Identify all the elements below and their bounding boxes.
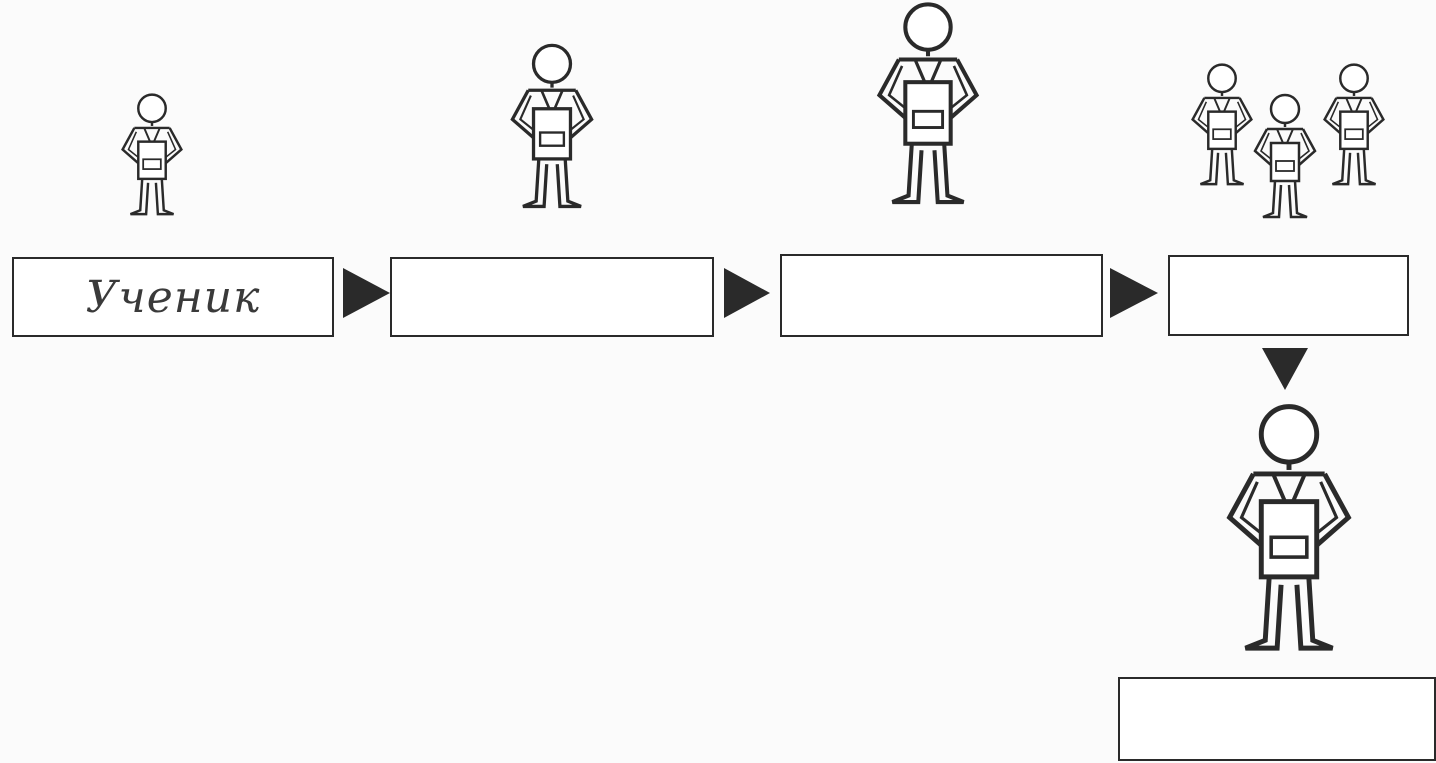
worker-figure-2 [512,45,591,206]
arrow-right-icon [343,268,390,318]
stage-box-3 [780,254,1103,337]
worker-figure-5 [1230,407,1349,649]
stage-label-1: Ученик [86,272,261,323]
worker-figure-3 [879,4,976,202]
worker-figure-4a [1193,65,1252,185]
arrow-right-icon [724,268,770,318]
stage-box-5 [1118,677,1436,761]
stage-box-4 [1168,255,1409,336]
arrow-right-icon [1110,268,1158,318]
stage-box-1: Ученик [12,257,334,337]
arrow-down-icon [1262,348,1308,390]
worker-figure-1 [123,95,182,215]
worker-figure-4c [1325,65,1384,185]
stage-box-2 [390,257,714,337]
worker-figure-4b [1255,95,1315,217]
